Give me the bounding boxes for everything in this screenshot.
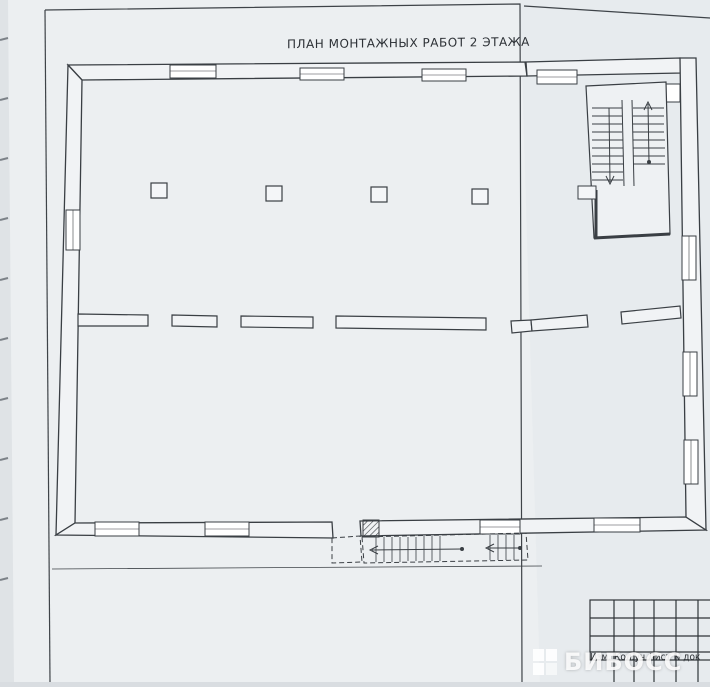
plan-title: ПЛАН МОНТАЖНЫХ РАБОТ 2 ЭТАЖА — [287, 34, 530, 52]
partition-1 — [77, 313, 149, 327]
column-1 — [150, 182, 168, 199]
columns — [150, 182, 489, 205]
partition-4 — [335, 315, 487, 331]
watermark-logo-icon — [533, 649, 557, 675]
title-block-grid — [589, 599, 710, 682]
window-right-top — [665, 83, 681, 103]
watermark-text: БИБОСС — [564, 648, 683, 676]
column-3 — [370, 186, 388, 203]
entrance-stairs — [331, 519, 529, 564]
window-top-1 — [169, 64, 217, 79]
partition-7 — [620, 305, 682, 325]
stair-arrow-down — [608, 107, 611, 183]
stair-arrow-up — [647, 103, 650, 163]
title-block-headers: Изм. Кол.уч Лист N док — [590, 652, 701, 663]
binding-holes — [0, 37, 9, 581]
partition-5 — [510, 319, 533, 334]
drawing-frame — [44, 3, 710, 683]
column-4 — [471, 188, 489, 205]
partition-2 — [171, 314, 218, 328]
windows — [65, 64, 699, 537]
watermark: БИБОСС — [532, 648, 682, 676]
hatched-column — [362, 519, 380, 538]
stairwell — [577, 81, 671, 240]
partition-wall — [77, 305, 682, 334]
partition-3 — [240, 315, 314, 329]
column-2 — [265, 185, 283, 202]
partition-6 — [530, 314, 589, 332]
